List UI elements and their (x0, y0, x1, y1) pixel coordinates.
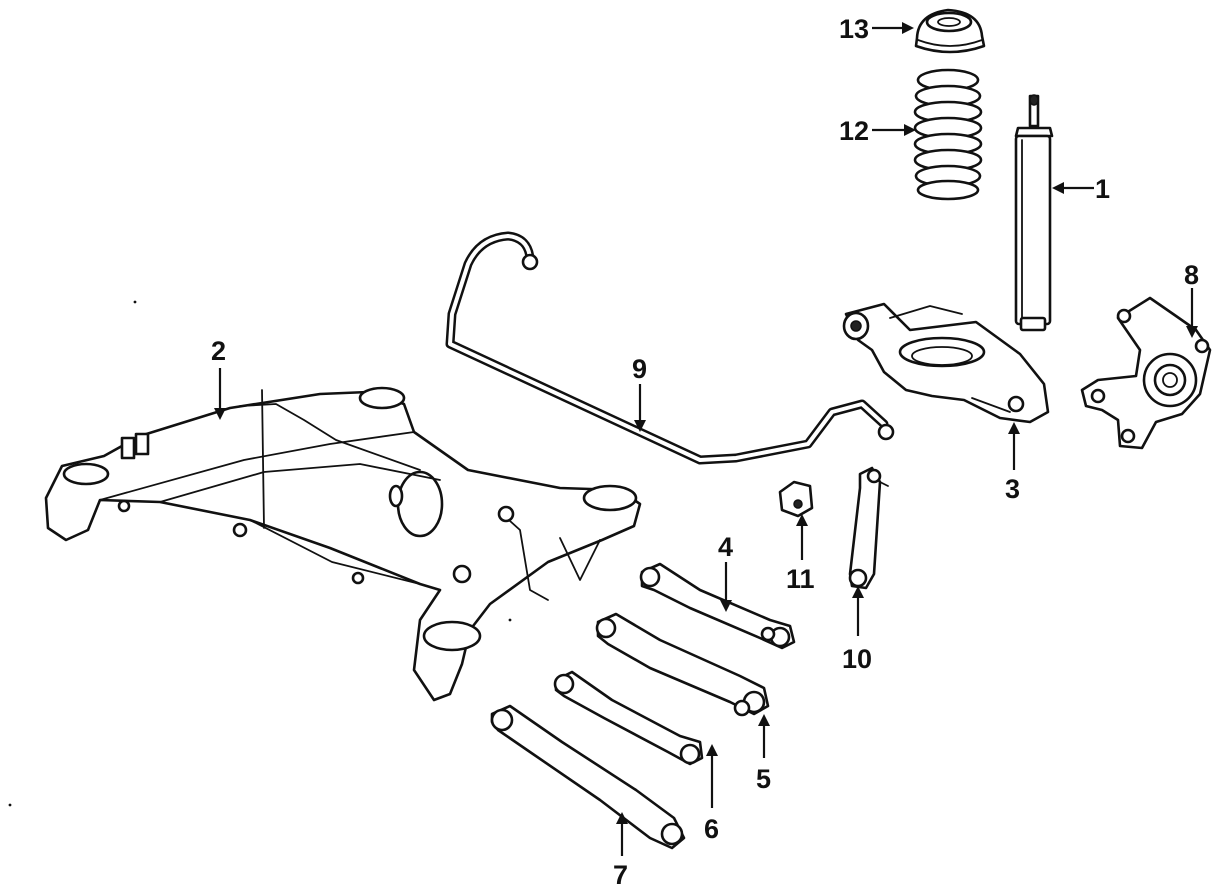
callout-6: 6 (704, 744, 719, 844)
stabilizer-link[interactable] (848, 466, 889, 590)
lower-control-arm[interactable] (842, 302, 1050, 424)
callout-label-10: 10 (842, 644, 872, 674)
callout-11: 11 (786, 514, 815, 594)
stabilizer-bushing[interactable] (778, 480, 814, 518)
callout-label-11: 11 (786, 564, 815, 594)
callout-label-5: 5 (756, 764, 771, 794)
callout-label-6: 6 (704, 814, 719, 844)
scan-dot (508, 618, 512, 622)
callout-label-4: 4 (718, 532, 733, 562)
callout-8: 8 (1184, 260, 1199, 338)
link-arm-4[interactable] (639, 562, 796, 650)
link-arm-7[interactable] (490, 704, 686, 850)
callout-label-1: 1 (1095, 174, 1110, 204)
callout-label-12: 12 (839, 116, 869, 146)
shock-absorber[interactable] (1014, 94, 1054, 332)
callout-4: 4 (718, 532, 733, 612)
callout-label-8: 8 (1184, 260, 1199, 290)
stabilizer-bar[interactable] (445, 231, 895, 465)
callout-10: 10 (842, 586, 872, 674)
spring-upper-seat[interactable] (914, 8, 986, 54)
callout-7: 7 (613, 812, 628, 890)
link-arm-6[interactable] (553, 670, 704, 766)
scan-dot (8, 803, 12, 807)
callout-label-9: 9 (632, 354, 647, 384)
subframe-crossmember[interactable] (44, 386, 642, 702)
callout-label-2: 2 (211, 336, 226, 366)
callout-2: 2 (211, 336, 226, 420)
callout-12: 12 (839, 116, 916, 146)
callout-label-3: 3 (1005, 474, 1020, 504)
callout-13: 13 (839, 14, 914, 44)
callout-label-13: 13 (839, 14, 869, 44)
callout-5: 5 (756, 714, 771, 794)
coil-spring[interactable] (913, 68, 983, 201)
callout-1: 1 (1052, 174, 1110, 204)
knuckle[interactable] (1080, 296, 1212, 450)
scan-dot (133, 300, 137, 304)
callout-3: 3 (1005, 422, 1020, 504)
callout-label-7: 7 (613, 860, 628, 890)
callout-9: 9 (632, 354, 647, 432)
link-arm-5[interactable] (595, 612, 770, 717)
